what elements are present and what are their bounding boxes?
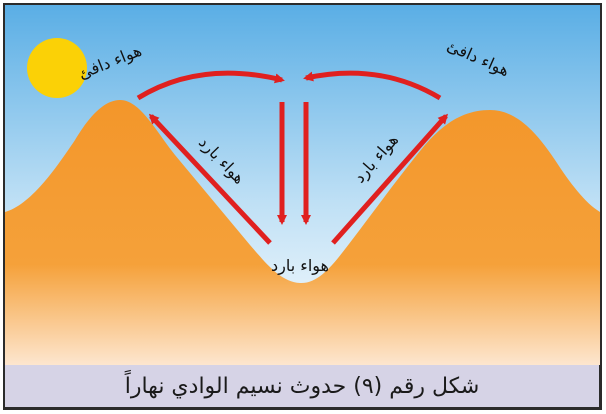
caption-bar: شكل رقم (٩) حدوث نسيم الوادي نهاراً [3, 365, 601, 409]
cold-air-label-valley: هواء بارد [271, 256, 329, 276]
upslope-arrow-right [331, 113, 448, 245]
mountains [5, 100, 600, 365]
figure-caption: شكل رقم (٩) حدوث نسيم الوادي نهاراً [124, 373, 480, 399]
warm-air-arrow-left [136, 70, 285, 101]
sun-icon [27, 38, 87, 98]
warm-air-arrow-right [303, 70, 442, 101]
diagram-frame [3, 3, 602, 410]
upslope-arrow-left [148, 113, 272, 245]
